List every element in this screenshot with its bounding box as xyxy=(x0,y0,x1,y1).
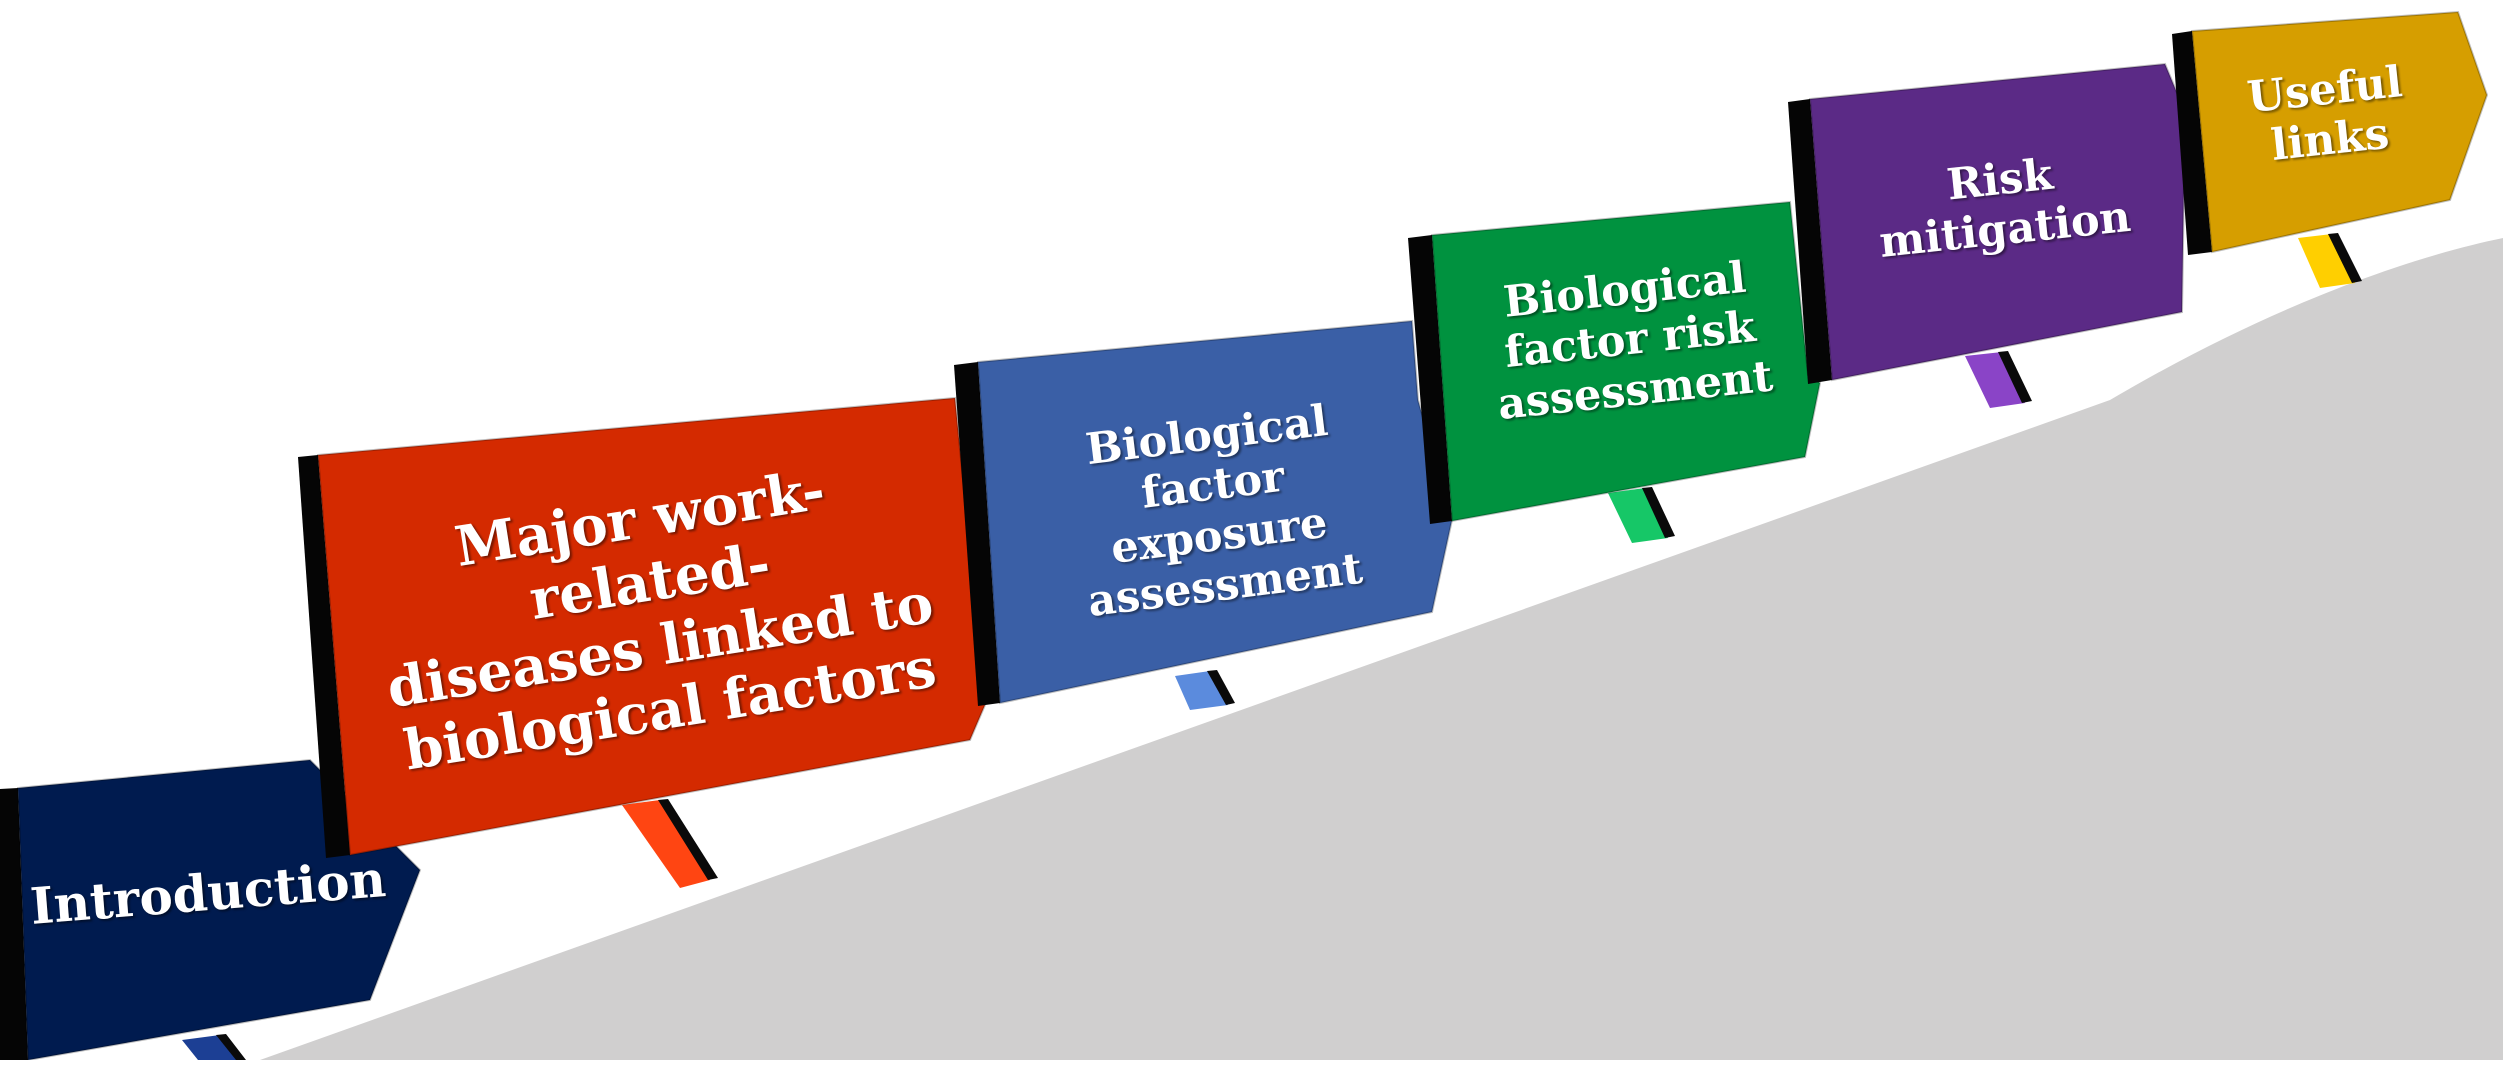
major-diseases-sign[interactable] xyxy=(316,396,987,857)
hill xyxy=(260,238,2503,1060)
risk-mitigation-sign-post-edge xyxy=(1998,351,2032,403)
major-diseases-sign-post-edge xyxy=(658,799,718,880)
major-diseases-sign-post xyxy=(622,800,710,888)
introduction-sign-post xyxy=(182,1035,240,1060)
risk-assessment-sign-post xyxy=(1608,488,1668,543)
risk-mitigation-sign-side xyxy=(1788,99,1832,384)
useful-links-sign-side xyxy=(2172,31,2212,255)
useful-links-sign[interactable] xyxy=(2190,10,2489,254)
risk-assessment-sign-side xyxy=(1408,235,1452,524)
useful-links-sign-post xyxy=(2298,234,2355,288)
exposure-assessment-sign-side xyxy=(954,362,1000,706)
useful-links-sign-post-edge xyxy=(2328,233,2362,283)
risk-mitigation-sign[interactable] xyxy=(1808,62,2187,382)
introduction-sign-post-edge xyxy=(216,1034,246,1060)
risk-assessment-sign[interactable] xyxy=(1430,200,1822,523)
introduction-sign-side xyxy=(0,788,28,1060)
risk-assessment-sign-post-edge xyxy=(1642,487,1675,538)
risk-mitigation-sign-post xyxy=(1965,352,2025,408)
exposure-assessment-sign-post-edge xyxy=(1207,670,1235,705)
introduction-sign[interactable] xyxy=(16,758,422,1062)
major-diseases-sign-side xyxy=(298,455,350,858)
